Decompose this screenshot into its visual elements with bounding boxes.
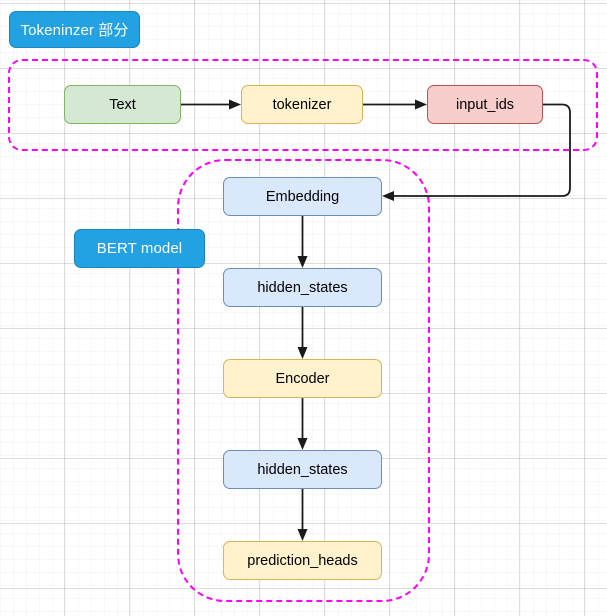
group-label-tokenizer[interactable]: Tokeninzer 部分 <box>9 11 140 48</box>
group-boundary-bert-model <box>177 159 430 602</box>
group-boundary-tokenizer <box>8 59 598 151</box>
node-prediction-heads[interactable]: prediction_heads <box>223 541 382 580</box>
node-tokenizer[interactable]: tokenizer <box>241 85 363 124</box>
node-text[interactable]: Text <box>64 85 181 124</box>
node-encoder[interactable]: Encoder <box>223 359 382 398</box>
group-label-bert-model[interactable]: BERT model <box>74 229 205 268</box>
node-hidden-states-1[interactable]: hidden_states <box>223 268 382 307</box>
node-hidden-states-2[interactable]: hidden_states <box>223 450 382 489</box>
node-input-ids[interactable]: input_ids <box>427 85 543 124</box>
node-embedding[interactable]: Embedding <box>223 177 382 216</box>
